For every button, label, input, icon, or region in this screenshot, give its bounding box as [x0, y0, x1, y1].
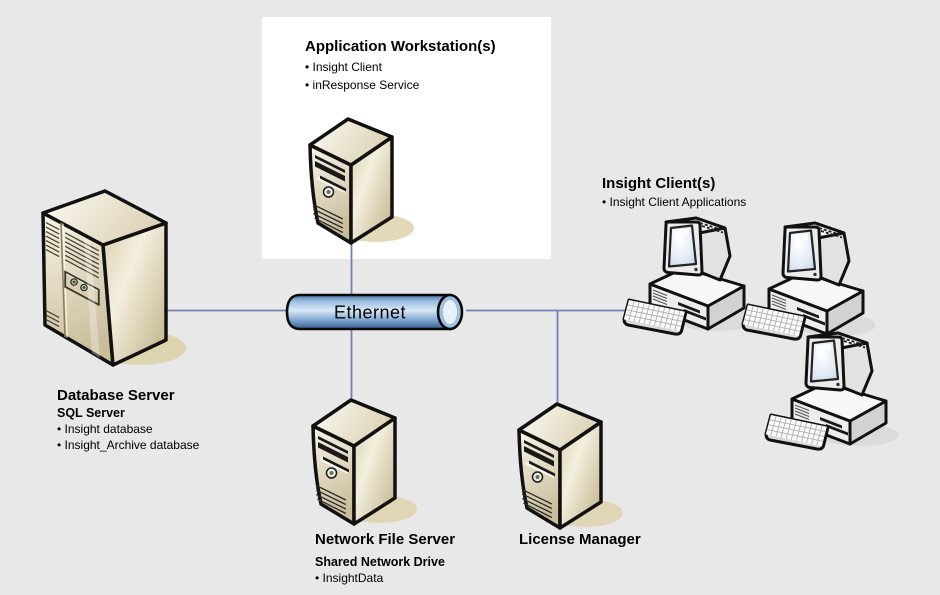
network-file-server-label: Network File Server Shared Network Drive…	[315, 531, 455, 586]
node-bullet: • InsightData	[315, 571, 384, 585]
ethernet-label: Ethernet	[334, 303, 406, 323]
node-title: Database Server	[57, 387, 175, 404]
application-workstation-panel	[262, 17, 551, 259]
node-subtitle: SQL Server	[57, 406, 125, 420]
node-title: Application Workstation(s)	[305, 38, 496, 55]
ethernet-bus: Ethernet	[285, 293, 464, 331]
client-computer-1-icon	[622, 214, 756, 350]
database-server-icon	[38, 188, 188, 380]
insight-clients-label: Insight Client(s) • Insight Client Appli…	[602, 175, 746, 210]
node-bullet: • Insight Client	[305, 60, 382, 74]
license-manager-icon	[515, 398, 633, 532]
node-bullet: • inResponse Service	[305, 78, 420, 92]
application-workstation-label: Application Workstation(s) • Insight Cli…	[305, 38, 496, 93]
database-server-label: Database Server SQL Server • Insight dat…	[57, 387, 199, 453]
network-file-server-icon	[309, 394, 427, 528]
node-subtitle: Shared Network Drive	[315, 555, 445, 569]
node-title: Insight Client(s)	[602, 175, 716, 192]
node-title: Network File Server	[315, 531, 456, 548]
node-bullet: • Insight database	[57, 422, 153, 436]
license-manager-label: License Manager	[519, 531, 641, 549]
node-bullet: • Insight Client Applications	[602, 195, 747, 209]
application-workstation-icon	[306, 113, 424, 247]
node-title: License Manager	[519, 531, 641, 548]
client-computer-3-icon	[764, 329, 898, 465]
node-bullet: • Insight_Archive database	[57, 438, 200, 452]
